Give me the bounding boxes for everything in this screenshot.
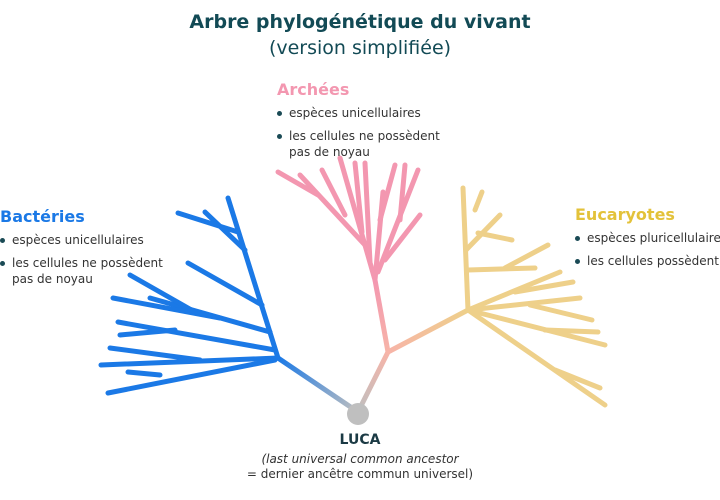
eukaryotes-point: espèces pluricellulaires (575, 230, 720, 246)
bacteria-branches (98, 195, 281, 396)
luca-full-name: (last universal common ancestor (261, 452, 459, 466)
luca-branch-archaea-eukaryotes (355, 349, 391, 415)
eukaryote-trunk (385, 307, 471, 355)
archaea-point: espèces unicellulaires (277, 105, 477, 121)
eukaryote-branches (460, 185, 608, 408)
archaea-trunk (372, 277, 391, 355)
luca-branch-bacteria (275, 355, 361, 415)
diagram-title: Arbre phylogénétique du vivant (189, 11, 531, 33)
archaea-branches (275, 155, 423, 283)
luca-label: LUCA (339, 432, 381, 448)
eukaryotes-group: Eucaryotes espèces pluricellulaires les … (575, 205, 720, 276)
luca-translation: = dernier ancêtre commun universel) (246, 467, 474, 481)
eukaryotes-point: les cellules possèdent un (575, 253, 720, 269)
eukaryotes-label: Eucaryotes (575, 205, 675, 224)
bacteria-label: Bactéries (0, 207, 85, 226)
luca-node (347, 403, 369, 425)
bacteria-group: Bactéries espèces unicellulaires les cel… (0, 207, 163, 287)
diagram-subtitle: (version simplifiée) (268, 37, 452, 59)
archaea-label: Archées (277, 80, 350, 99)
bacteria-point: espèces unicellulaires (0, 232, 160, 248)
archaea-group: Archées espèces unicellulaires les cellu… (277, 80, 477, 160)
luca-description: (last universal common ancestor = dernie… (0, 452, 720, 482)
